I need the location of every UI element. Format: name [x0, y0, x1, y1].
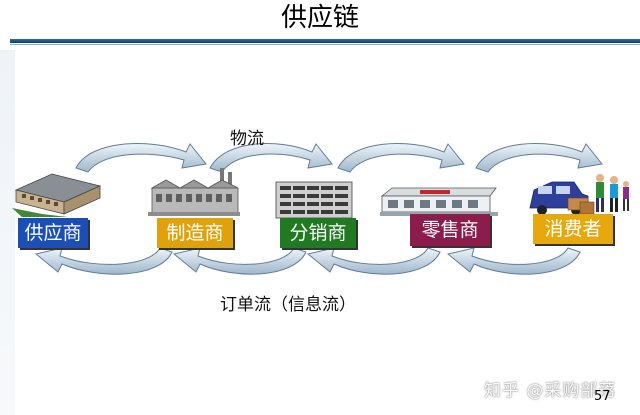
node-retailer-label: 零售商 — [410, 214, 490, 246]
order-flow-arrow-1 — [34, 247, 173, 275]
title-underline — [10, 39, 640, 43]
distributor-building-image — [275, 181, 353, 219]
title-underline-thin — [10, 44, 640, 45]
material-flow-arrow-1 — [75, 143, 207, 173]
retailer-store-image — [380, 187, 498, 216]
slide-side-panel — [0, 50, 15, 415]
order-flow-arrow-4 — [446, 247, 581, 275]
material-flow-arrow-3 — [337, 143, 465, 173]
material-flow-label: 物流 — [230, 129, 264, 149]
watermark-text: 知乎 @采购部落 — [484, 381, 617, 401]
page-number: 57 — [594, 389, 611, 404]
node-consumer-label: 消费者 — [533, 214, 613, 244]
slide-title: 供应链 — [280, 3, 359, 33]
consumer-people-image — [529, 174, 629, 215]
material-flow-arrow-4 — [475, 143, 603, 173]
node-supplier-label: 供应商 — [18, 218, 88, 248]
manufacturer-factory-image — [148, 168, 240, 216]
node-distributor-label: 分销商 — [280, 218, 356, 248]
material-flow-arrow-2 — [209, 143, 333, 173]
node-manufacturer-label: 制造商 — [157, 218, 233, 248]
order-flow-label: 订单流（信息流） — [220, 295, 356, 315]
order-flow-arrow-3 — [306, 247, 441, 275]
supplier-warehouse-image — [12, 173, 102, 217]
order-flow-arrow-2 — [172, 247, 307, 275]
